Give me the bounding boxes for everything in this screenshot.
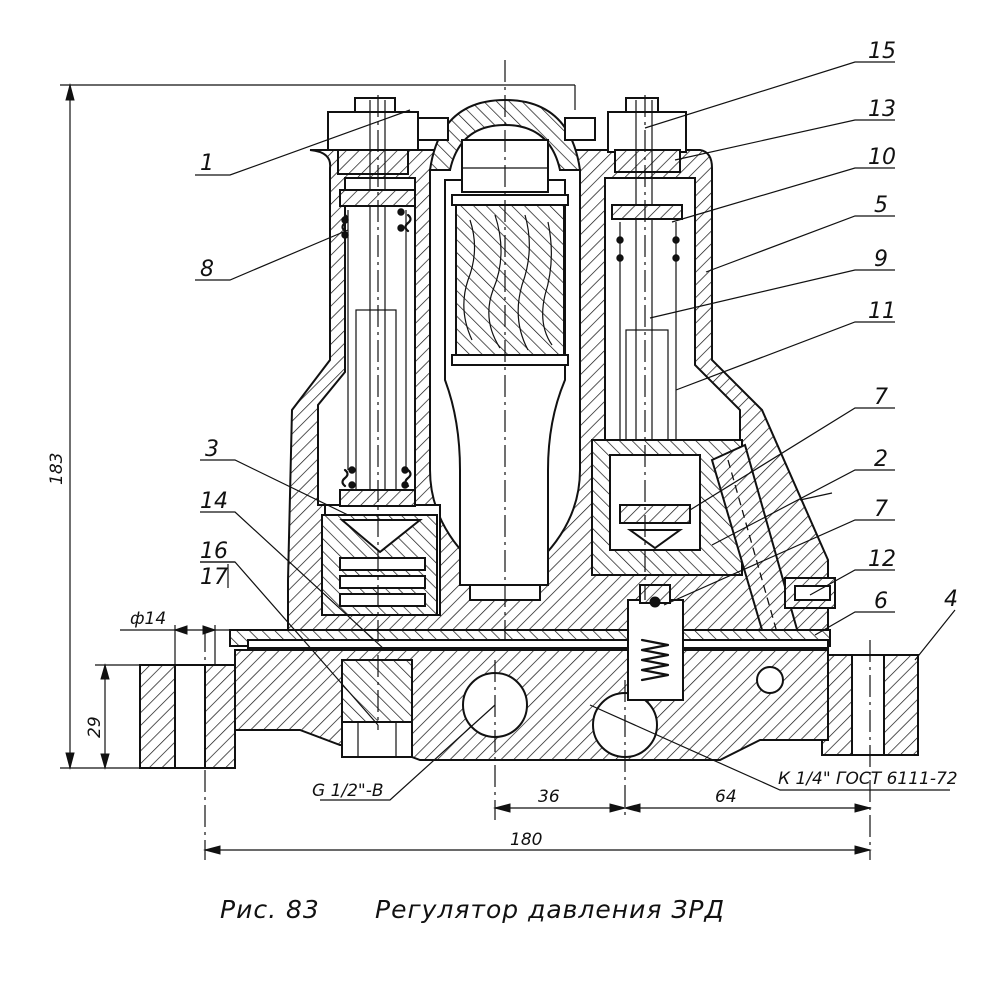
- callout-16: 16: [200, 539, 228, 564]
- callout-10: 10: [868, 145, 896, 170]
- callout-17: 17: [200, 565, 228, 590]
- thread-inlet-label: G 1/2"-B: [312, 781, 384, 801]
- dim-183: 183: [47, 453, 67, 485]
- right-valve-block: [591, 439, 802, 651]
- gasket-plate: [229, 629, 831, 649]
- dome-cap: [417, 98, 596, 193]
- callout-1: 1: [200, 151, 214, 176]
- callout-11: 11: [868, 299, 896, 324]
- dim-64: 64: [715, 787, 737, 807]
- callout-14: 14: [200, 489, 228, 514]
- callout-9: 9: [874, 247, 888, 272]
- callout-numbers: 15 13 10 5 9 11 7 2 7 12 6 4 1 8 3 14 16…: [200, 39, 958, 614]
- caption-title: Регулятор давления ЗРД: [375, 895, 725, 924]
- center-lines: [204, 60, 871, 860]
- side-port: [784, 577, 836, 609]
- dim-d14: ф14: [130, 609, 166, 629]
- callout-5: 5: [874, 193, 888, 218]
- callout-2: 2: [874, 447, 888, 472]
- dim-36: 36: [538, 787, 560, 807]
- dim-29: 29: [85, 716, 105, 738]
- callout-7-lower: 7: [874, 497, 888, 522]
- thread-plug-label: К 1/4" ГОСТ 6111-72: [778, 769, 958, 789]
- left-adjusting-screw: [327, 97, 419, 505]
- callout-6: 6: [874, 589, 888, 614]
- filter-cartridge: [451, 194, 569, 366]
- callout-13: 13: [868, 97, 896, 122]
- callout-12: 12: [868, 547, 896, 572]
- callout-8: 8: [200, 257, 214, 282]
- caption-figure-number: Рис. 83: [220, 895, 320, 924]
- leader-lines: [195, 61, 956, 801]
- callout-7-upper: 7: [874, 385, 888, 410]
- callout-3: 3: [205, 437, 219, 462]
- left-valve-block: [321, 514, 438, 616]
- dimension-lines: [60, 83, 872, 855]
- callout-4: 4: [944, 587, 958, 612]
- dim-180: 180: [510, 830, 542, 850]
- figure-caption: Рис. 83 Регулятор давления ЗРД: [220, 895, 725, 924]
- callout-15: 15: [868, 39, 896, 64]
- base-plate: [139, 584, 919, 769]
- dimension-texts: 183 29 ф14 36 64 180 G 1/2"-B К 1/4" ГОС…: [47, 453, 958, 850]
- right-adjusting-screw: [607, 97, 687, 535]
